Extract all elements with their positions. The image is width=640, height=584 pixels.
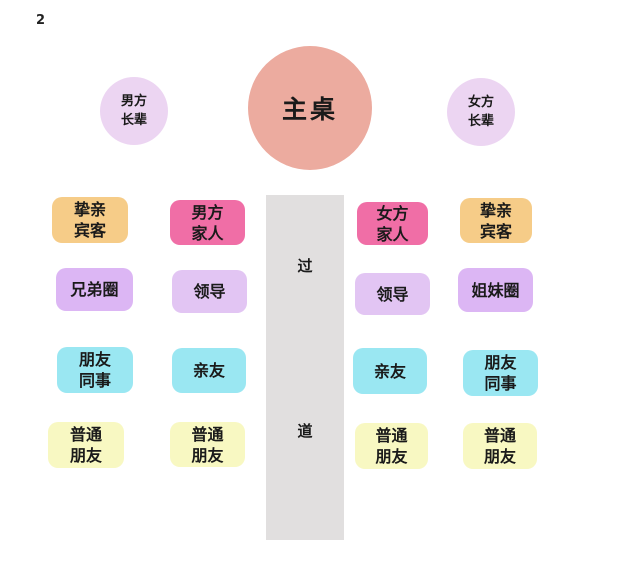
main-table-circle: 主桌	[248, 46, 372, 170]
seat-label-line: 同事	[484, 374, 517, 393]
aisle-label-bottom: 道	[297, 422, 313, 440]
seat-label-line: 姐妹圈	[471, 280, 520, 300]
seat-label-line: 家人	[191, 223, 224, 243]
bride-elders-label-line2: 长辈	[467, 114, 494, 129]
seat-label-line: 普通	[375, 426, 408, 445]
aisle-label-top: 过	[297, 257, 313, 275]
seat-box-right-inner-ordinary-friends: 普通 朋友	[355, 423, 428, 469]
seat-box-left-inner-ordinary-friends: 普通 朋友	[170, 422, 245, 467]
seat-box-left-outer-close-guests: 挚亲 宾客	[52, 197, 128, 243]
aisle-bar: 过 道	[266, 195, 344, 540]
seat-box-right-outer-close-guests: 挚亲 宾客	[460, 198, 532, 243]
seat-label-line: 领导	[193, 282, 226, 301]
seat-label-line: 男方	[191, 202, 224, 222]
seat-box-right-outer-sisters: 姐妹圈	[458, 268, 533, 312]
seat-box-left-outer-friends-colleagues: 朋友 同事	[57, 347, 133, 393]
page-number: 2	[36, 13, 46, 28]
seat-label-line: 同事	[78, 371, 111, 390]
seat-box-right-outer-friends-colleagues: 朋友 同事	[463, 350, 538, 396]
seat-label-line: 亲友	[373, 361, 406, 381]
bride-elders-circle: 女方 长辈	[447, 78, 515, 146]
seat-box-left-inner-relatives-friends: 亲友	[172, 348, 246, 393]
seat-label-line: 朋友	[484, 353, 517, 372]
seat-box-left-inner-groom-family: 男方 家人	[170, 200, 245, 245]
seat-box-right-inner-bride-family: 女方 家人	[357, 202, 428, 245]
bride-elders-label-line1: 女方	[467, 95, 494, 110]
seat-box-right-inner-relatives-friends: 亲友	[353, 348, 427, 394]
seat-label-line: 挚亲	[479, 200, 512, 220]
seat-label-line: 普通	[191, 424, 224, 444]
groom-elders-label-line1: 男方	[120, 94, 147, 109]
seat-label-line: 宾客	[479, 221, 512, 241]
seat-label-line: 朋友	[375, 447, 408, 466]
seat-label-line: 普通	[483, 426, 516, 445]
seat-label-line: 亲友	[192, 361, 225, 380]
seat-box-left-inner-leaders: 领导	[172, 270, 247, 313]
groom-elders-circle: 男方 长辈	[100, 77, 168, 145]
groom-elders-label-line2: 长辈	[120, 113, 147, 128]
seat-label-line: 宾客	[73, 221, 106, 240]
seat-label-line: 朋友	[191, 445, 224, 465]
seat-label-line: 朋友	[78, 350, 111, 369]
seat-label-line: 朋友	[69, 446, 102, 465]
seat-box-left-outer-ordinary-friends: 普通 朋友	[48, 422, 124, 468]
seat-box-right-outer-ordinary-friends: 普通 朋友	[463, 423, 537, 469]
seat-label-line: 朋友	[483, 447, 516, 466]
seat-label-line: 挚亲	[73, 200, 106, 219]
main-table-label: 主桌	[281, 95, 338, 124]
seat-box-right-inner-leaders: 领导	[355, 273, 430, 315]
seat-label-line: 领导	[376, 284, 409, 304]
seat-box-left-outer-brothers: 兄弟圈	[56, 268, 133, 311]
seat-label-line: 普通	[69, 425, 102, 444]
seat-label-line: 兄弟圈	[70, 280, 119, 299]
seat-label-line: 家人	[376, 224, 409, 244]
seat-label-line: 女方	[376, 203, 409, 223]
